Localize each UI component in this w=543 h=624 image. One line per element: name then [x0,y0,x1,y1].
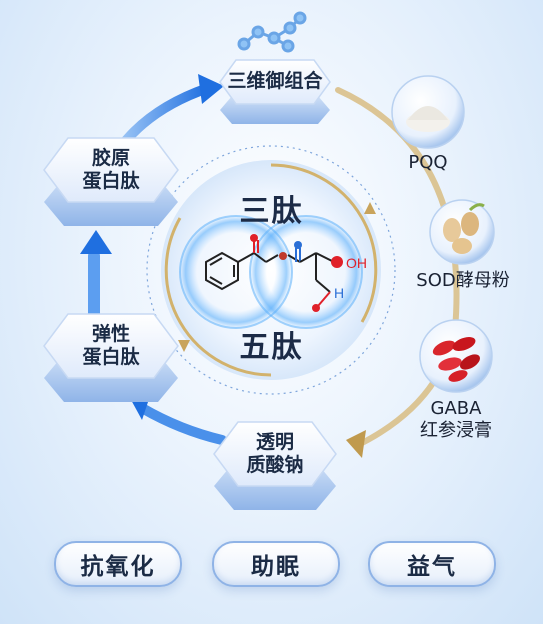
oxygen-atom [250,234,258,242]
ingredient-label-sod: SOD酵母粉 [398,270,528,292]
molecule-h-label: H [334,285,344,301]
gold-arc-arrowhead [346,430,366,458]
ingredient-label-line: PQQ [408,152,448,173]
benefit-pill-qi: 益气 [368,541,496,587]
molecule-icon [205,240,335,307]
arrow-collagen-to-threedim-head [198,74,224,104]
core-arrowhead-left [178,340,190,352]
peptide-ring-right [249,215,363,329]
ingredient-label-line: 红参浸膏 [420,420,492,441]
hex-label-line: 弹性 [91,323,130,345]
oxygen-atom [279,252,287,260]
molecule-structure-icon [237,11,307,53]
core-bottom-label: 五肽 [239,330,304,365]
arrow-hyaluronate-to-elastin [137,403,227,445]
hex-label-collagen: 胶原 蛋白肽 [50,147,172,193]
hex-label-line: 胶原 [91,147,130,169]
ingredient-label-pqq: PQQ [388,152,468,174]
hex-node-hyaluronate [213,421,337,510]
core-gold-arc-left [164,217,272,377]
arrow-elastin-to-collagen-shaft [88,250,100,320]
hex-label-line: 透明 [255,431,294,453]
core-arrowhead-right [364,202,376,214]
hex-node-elastin [43,313,179,402]
hydroxyl-atom [331,256,343,268]
goji-berry-bubble [419,319,493,393]
hex-node-three-dim [219,59,331,124]
ingredient-label-gaba: GABA 红参浸膏 [398,398,514,442]
sod-yeast-bubble [429,199,495,265]
hex-label-line: 质酸钠 [246,454,304,476]
hex-label-line: 蛋白肽 [82,346,140,368]
pqq-powder-bubble [391,75,465,149]
oxygen-atom [294,241,302,249]
hex-label-line: 三维御组合 [227,70,323,92]
benefit-pill-sleep: 助眠 [212,541,340,587]
hex-label-elastin: 弹性 蛋白肽 [50,323,172,369]
benefit-pill-antioxidant: 抗氧化 [54,541,182,587]
molecule-oh-label: OH [346,255,367,271]
oxygen-atom [312,304,320,312]
core-top-label: 三肽 [239,194,304,229]
core-gold-arc-right [270,163,378,323]
arrow-elastin-to-collagen-head [80,230,112,254]
ingredient-label-line: GABA [430,398,482,419]
core-dotted-ring [146,145,396,395]
hex-node-collagen [43,137,179,226]
hex-label-three-dim: 三维御组合 [225,70,325,93]
hex-label-hyaluronate: 透明 质酸钠 [219,431,331,477]
hex-label-line: 蛋白肽 [82,170,140,192]
ingredient-label-line: SOD酵母粉 [416,270,510,291]
